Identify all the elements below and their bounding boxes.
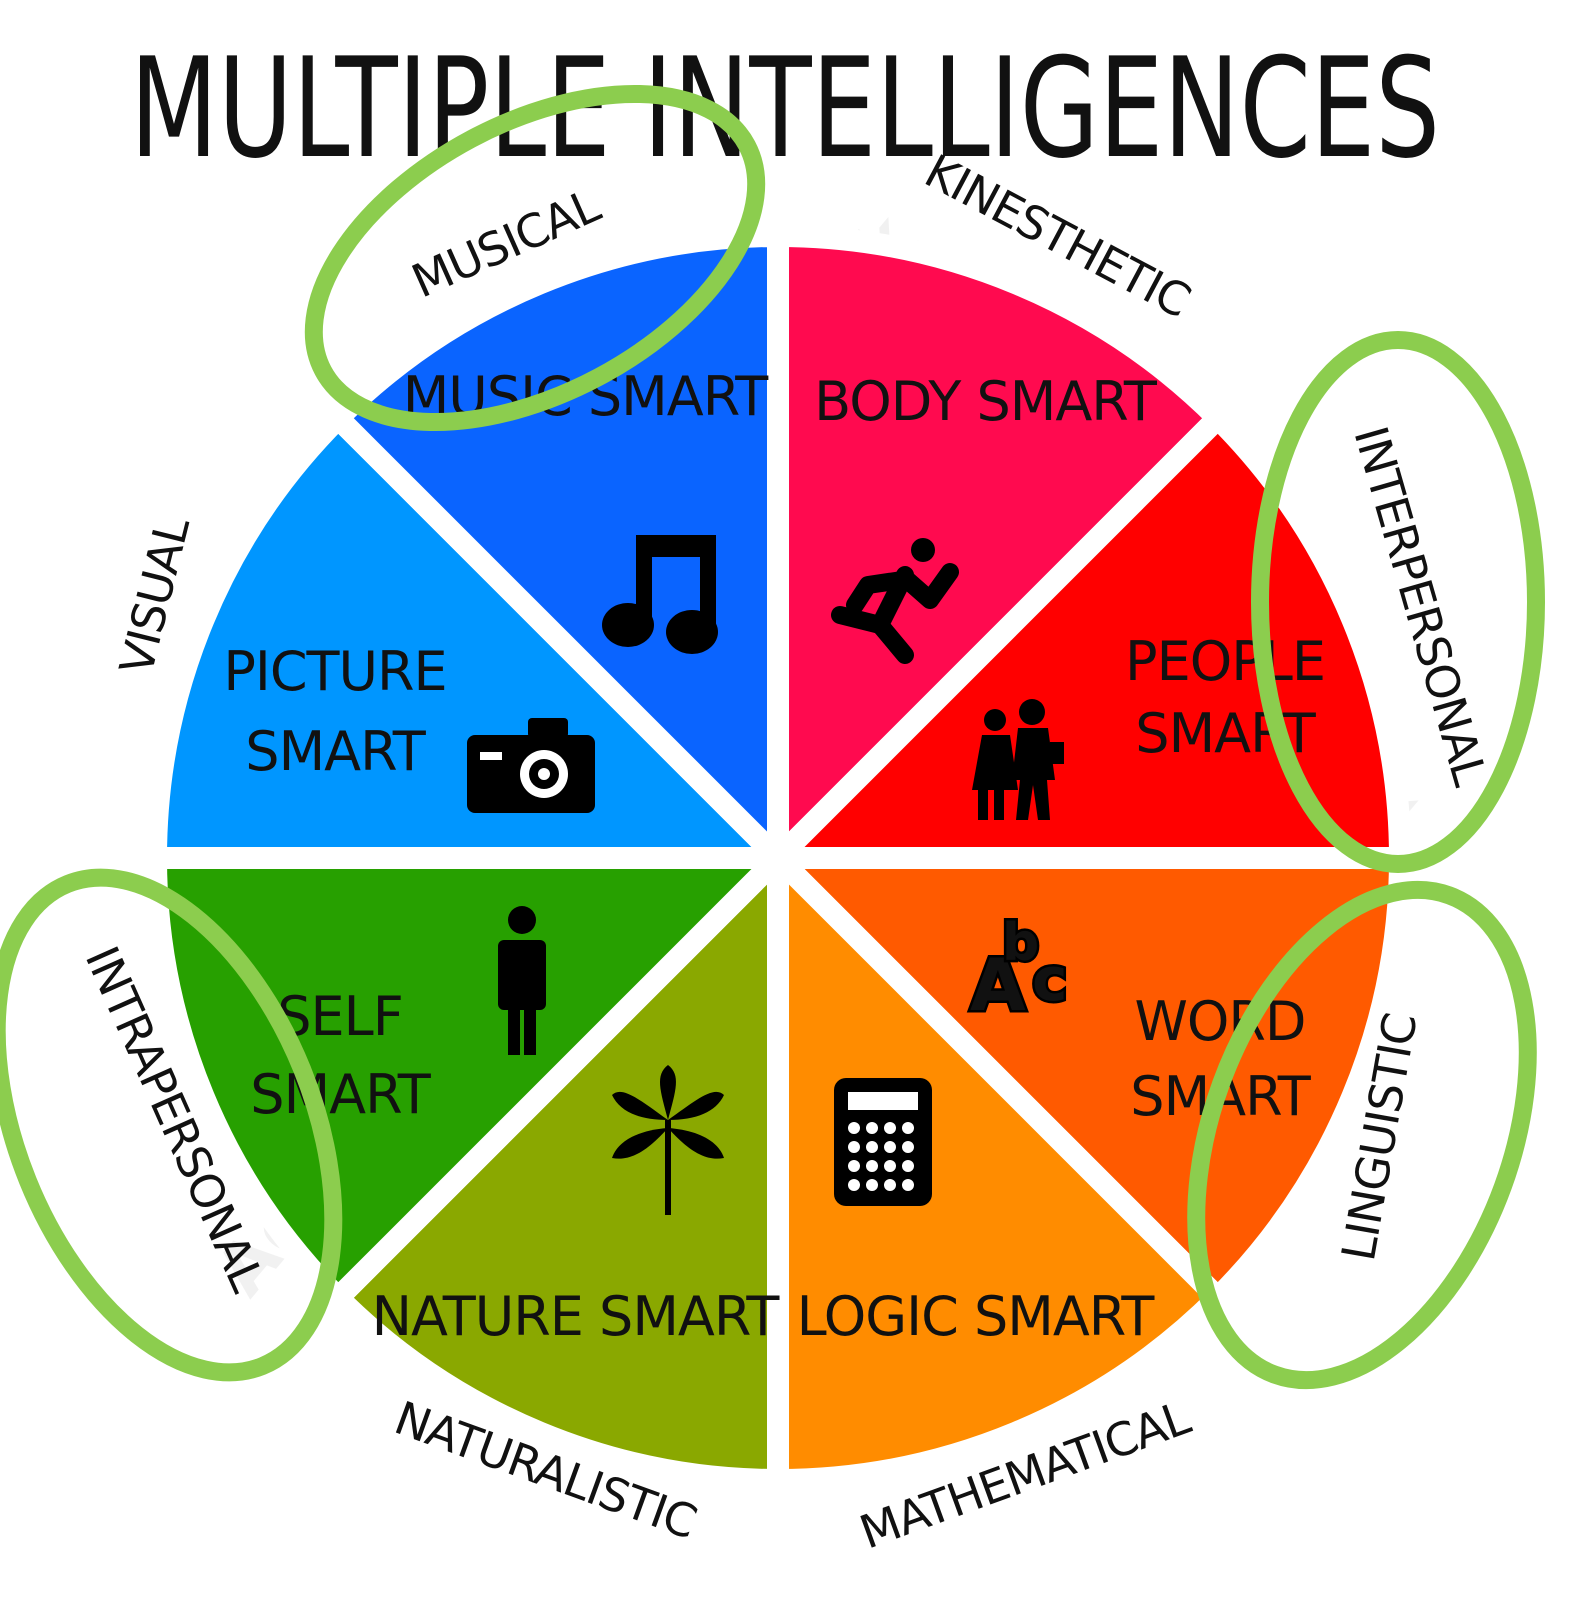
nature-smart-label: NATURE SMART	[372, 1285, 781, 1348]
calculator-key	[848, 1179, 860, 1191]
abc-letter-b: b	[1002, 913, 1039, 973]
calculator-key	[902, 1179, 914, 1191]
wedge-picture	[327, 225, 789, 869]
abc-letters-icon: A b c	[968, 911, 1071, 1030]
calculator-key	[866, 1179, 878, 1191]
camera-icon	[467, 718, 595, 813]
people-icon	[972, 699, 1064, 820]
wedge-body	[767, 407, 1411, 869]
calculator-key	[884, 1141, 896, 1153]
music-note-icon	[602, 535, 718, 654]
wedge-people	[767, 847, 1411, 1309]
calculator-key	[902, 1122, 914, 1134]
calculator-icon	[834, 1078, 932, 1206]
calculator-key	[884, 1160, 896, 1172]
person-standing-icon	[498, 906, 546, 1055]
wedge-logic	[327, 847, 789, 1491]
highlight-circles	[0, 84, 1545, 1390]
highlight-circle-people	[1251, 331, 1545, 873]
highlight-circle-self	[0, 868, 343, 1382]
wedge-nature	[145, 847, 789, 1309]
wedge-self	[145, 407, 789, 869]
wheel-wedges	[145, 225, 1411, 1491]
calculator-key	[848, 1122, 860, 1134]
running-person-icon	[831, 538, 959, 664]
highlight-circle-music	[304, 84, 766, 432]
calculator-key	[866, 1160, 878, 1172]
calculator-key	[884, 1122, 896, 1134]
calculator-key	[884, 1179, 896, 1191]
body-smart-label: BODY SMART	[814, 370, 1158, 433]
calculator-key	[866, 1122, 878, 1134]
calculator-key	[902, 1141, 914, 1153]
calculator-key	[848, 1141, 860, 1153]
wedge-word	[767, 847, 1229, 1491]
calculator-key	[866, 1141, 878, 1153]
leaf-icon	[612, 1065, 724, 1215]
calculator-key	[902, 1160, 914, 1172]
wedge-music	[767, 225, 1229, 869]
highlight-circle-word	[1187, 880, 1537, 1390]
abc-letter-a: A	[970, 943, 1026, 1027]
abc-letter-c: c	[1032, 945, 1068, 1015]
calculator-key	[848, 1160, 860, 1172]
logic-smart-label: LOGIC SMART	[797, 1285, 1156, 1348]
page-title: MULTIPLE INTELLIGENCES	[130, 28, 1440, 189]
